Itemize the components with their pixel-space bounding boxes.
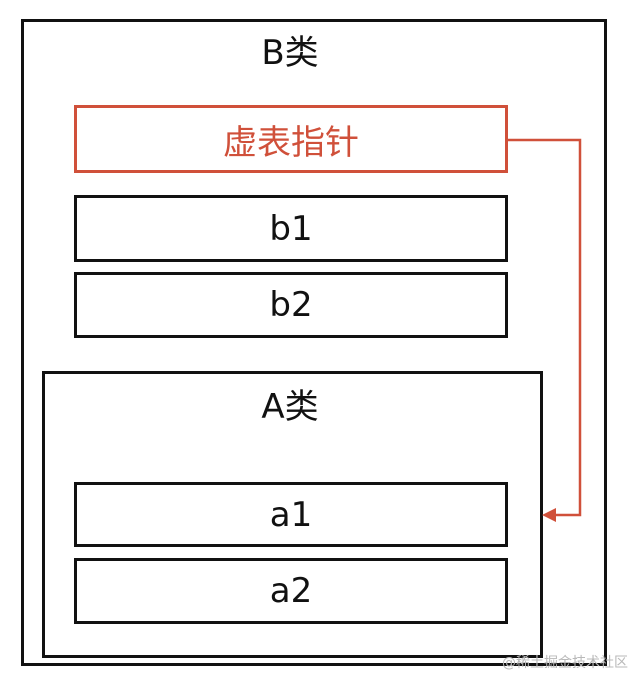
field-a1: a1: [74, 482, 508, 547]
field-b2: b2: [74, 272, 508, 338]
vptr-field: 虚表指针: [74, 105, 508, 173]
class-b-title: B类: [261, 33, 319, 73]
class-a-title: A类: [261, 387, 319, 427]
watermark-text: @稀土掘金技术社区: [502, 655, 628, 671]
field-a2: a2: [74, 558, 508, 624]
field-b1: b1: [74, 195, 508, 262]
